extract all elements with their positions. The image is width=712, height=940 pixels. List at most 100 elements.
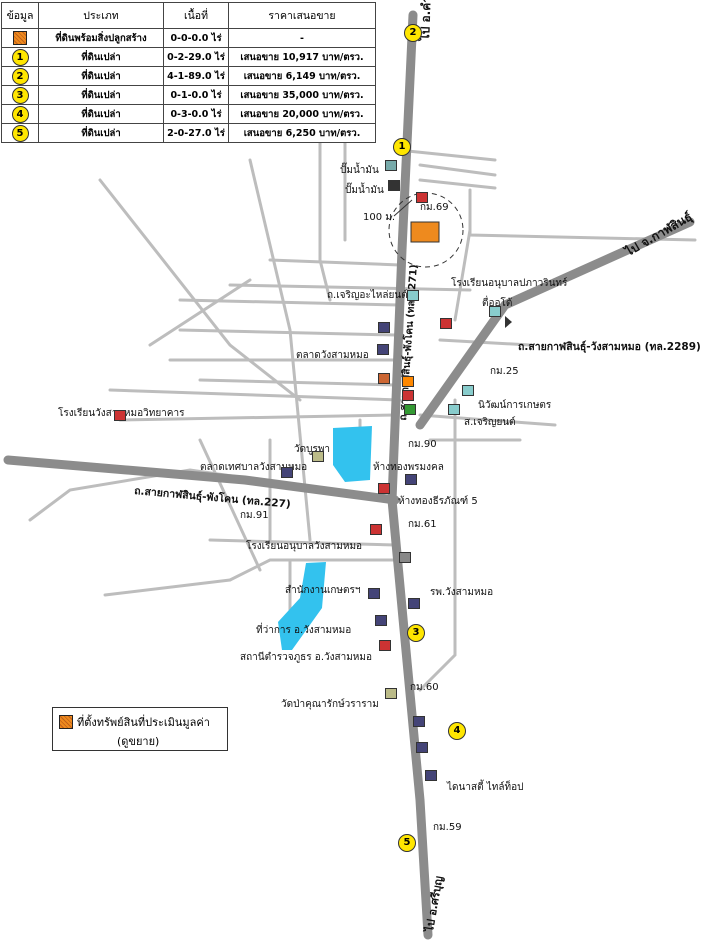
map-label-km90: กม.90 (408, 439, 437, 450)
building-icon (407, 290, 419, 301)
map-label-agri-office: สำนักงานเกษตรฯ (285, 585, 361, 596)
table-row: 4 ที่ดินเปล่า 0-3-0.0 ไร่ เสนอขาย 20,000… (1, 104, 376, 124)
map-label-kindergarten-pimarin: โรงเรียนอนุบาลปภาวรินทร์ (451, 278, 568, 289)
cell-type: ที่ดินเปล่า (38, 85, 164, 105)
table-row: 2 ที่ดินเปล่า 4-1-89.0 ไร่ เสนอขาย 6,149… (1, 66, 376, 86)
map-label-dept-store: ห้างทองพรมงคล (373, 462, 444, 473)
table-row: 3 ที่ดินเปล่า 0-1-0.0 ไร่ เสนอขาย 35,000… (1, 85, 376, 105)
marker-1-icon: 1 (11, 48, 29, 66)
shop-icon (413, 716, 425, 727)
landmark-icon (416, 192, 428, 203)
cell-type: ที่ดินเปล่า (38, 66, 164, 86)
table-row: 5 ที่ดินเปล่า 2-0-27.0 ไร่ เสนอขาย 6,250… (1, 123, 376, 143)
map-label-charoen-hardware: ถ.เจริญอะไหล่ยนต์ (327, 290, 408, 301)
shop-icon (425, 770, 437, 781)
shop-icon (378, 483, 390, 494)
cell-type: ที่ดินเปล่า (38, 47, 164, 67)
marker-2-icon: 2 (11, 67, 29, 85)
map-marker-2-icon: 2 (404, 24, 422, 42)
cell-area: 0-0-0.0 ไร่ (163, 28, 229, 48)
map-label-hospital: รพ.วังสามหมอ (430, 587, 494, 598)
marker-4-icon: 4 (11, 105, 29, 123)
cell-price: - (228, 28, 376, 48)
legend-label: ที่ตั้งทรัพย์สินที่ประเมินมูลค่า (77, 716, 210, 729)
map-label-dynasty: ไดนาสตี้ ไทล์ท็อป (447, 782, 524, 793)
reservoir (278, 562, 326, 650)
cell-price: เสนอขาย 6,250 บาท/ตรว. (228, 123, 376, 143)
map-label-wangsammo-market: ตลาดวังสามหมอ (296, 350, 369, 361)
market-icon (281, 467, 293, 478)
map-label-police: สถานีตำรวจภูธร อ.วังสามหมอ (240, 652, 372, 663)
map-marker-3-icon: 3 (407, 624, 425, 642)
subject-square-icon (13, 31, 27, 45)
bank-icon (402, 390, 414, 401)
building-icon (375, 615, 387, 626)
shop-icon (405, 474, 417, 485)
map-label-km60: กม.60 (410, 682, 439, 693)
cell-price: เสนอขาย 35,000 บาท/ตรว. (228, 85, 376, 105)
marker-5-icon: 5 (11, 124, 29, 142)
cell-area: 0-3-0.0 ไร่ (163, 104, 229, 124)
map-label-district-office: ที่ว่าการ อ.วังสามหมอ (256, 625, 352, 636)
map-label-gas2: ปั๊มน้ำมัน (345, 185, 384, 196)
shop-icon (404, 404, 416, 415)
main-roads (3, 10, 695, 940)
map-label-km59: กม.59 (433, 822, 462, 833)
radius-line (393, 199, 413, 217)
col-header-price: ราคาเสนอขาย (228, 2, 376, 29)
arrow-icon (505, 316, 512, 328)
marker-3-icon: 3 (11, 86, 29, 104)
map-label-km61: กม.61 (408, 519, 437, 530)
building-icon (489, 306, 501, 317)
fuel-icon (416, 742, 428, 753)
map-label-toyota: ตื่ออโต้ (482, 298, 513, 309)
building-icon (408, 598, 420, 609)
map-label-km-a: กม.69 (420, 202, 449, 213)
cell-area: 4-1-89.0 ไร่ (163, 66, 229, 86)
hospital-icon (399, 552, 411, 563)
map-label-radius: 100 ม. (363, 212, 396, 223)
map-label-kindergarten-wangsammo: โรงเรียนอนุบาลวังสามหมอ (246, 541, 363, 552)
cell-price: เสนอขาย 6,149 บาท/ตรว. (228, 66, 376, 86)
subject-square-icon (59, 715, 73, 729)
table-row: 1 ที่ดินเปล่า 0-2-29.0 ไร่ เสนอขาย 10,91… (1, 47, 376, 67)
legend: ที่ตั้งทรัพย์สินที่ประเมินมูลค่า (ดูขยาย… (52, 707, 228, 751)
map-label-niwat: นิวัฒน์การเกษตร (478, 400, 552, 411)
cell-area: 2-0-27.0 ไร่ (163, 123, 229, 143)
map-marker-5-icon: 5 (398, 834, 416, 852)
cell-type: ที่ดินเปล่า (38, 123, 164, 143)
cell-price: เสนอขาย 20,000 บาท/ตรว. (228, 104, 376, 124)
school-icon (114, 410, 126, 421)
cell-price: เสนอขาย 10,917 บาท/ตรว. (228, 47, 376, 67)
gas-station-icon (385, 160, 397, 171)
table-header-row: ข้อมูล ประเภท เนื้อที่ ราคาเสนอขาย (1, 2, 376, 29)
temple-icon (312, 451, 324, 462)
map-label-gas1: ปั๊มน้ำมัน (340, 165, 379, 176)
school-icon (370, 524, 382, 535)
col-header-type: ประเภท (38, 2, 164, 29)
police-icon (379, 640, 391, 651)
legend-sublabel: (ดูขยาย) (117, 735, 160, 748)
bank-icon (402, 376, 414, 387)
pond (333, 426, 372, 482)
temple-icon (385, 688, 397, 699)
map-label-road-2289: ถ.สายกาฬสินธุ์-วังสามหมอ (ทล.2289) (518, 341, 701, 353)
map-label-municipal-market: ตลาดเทศบาลวังสามหมอ (200, 462, 308, 473)
col-header-data: ข้อมูล (1, 2, 39, 29)
comparable-table: ข้อมูล ประเภท เนื้อที่ ราคาเสนอขาย ที่ดิ… (1, 2, 376, 143)
map-label-km91: กม.91 (240, 510, 269, 521)
cell-area: 0-1-0.0 ไร่ (163, 85, 229, 105)
map-label-charoenyon: ส.เจริญยนต์ (464, 417, 516, 428)
factory-icon (388, 180, 400, 191)
table-row: ที่ดินพร้อมสิ่งปลูกสร้าง 0-0-0.0 ไร่ - (1, 28, 376, 48)
cell-area: 0-2-29.0 ไร่ (163, 47, 229, 67)
map-marker-4-icon: 4 (448, 722, 466, 740)
shop-icon (377, 344, 389, 355)
map-marker-1-icon: 1 (393, 138, 411, 156)
map-label-km25: กม.25 (490, 366, 519, 377)
subject-property (410, 221, 440, 243)
map-label-wat-burapha: วัดบูรพา (294, 444, 331, 455)
building-icon (462, 385, 474, 396)
minor-roads (28, 118, 697, 692)
